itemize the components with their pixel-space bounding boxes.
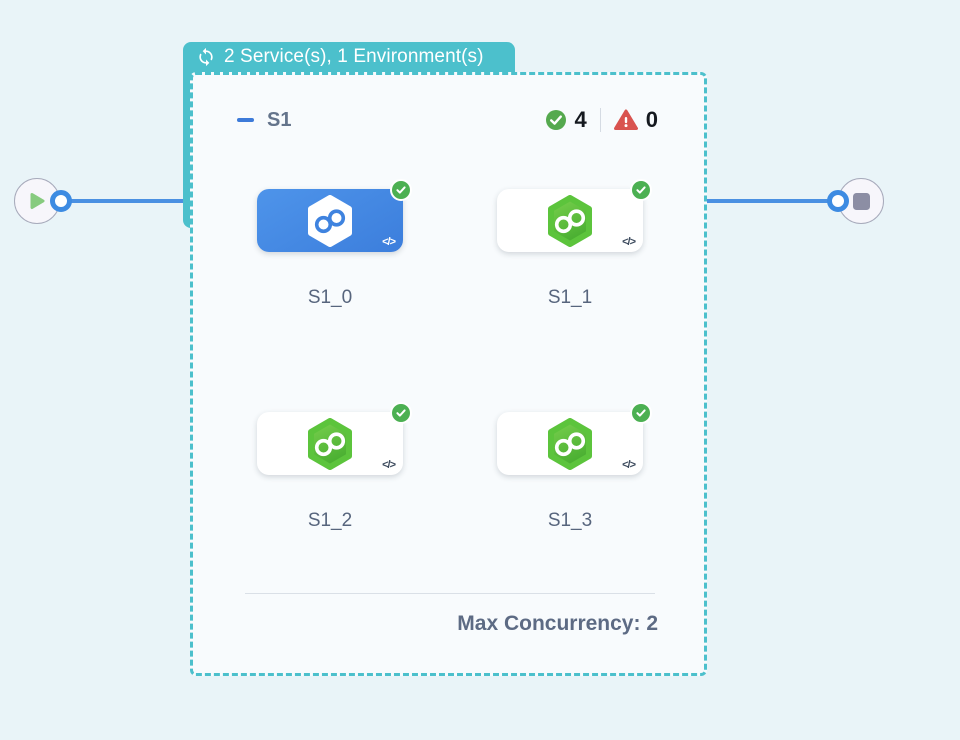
stage-group: S1 4 0 xyxy=(190,72,707,676)
footer-divider xyxy=(245,593,655,594)
success-check-icon xyxy=(390,402,412,424)
code-icon: </> xyxy=(622,236,636,248)
service-hexagon-icon xyxy=(546,417,594,470)
error-count: 0 xyxy=(645,107,658,132)
service-card-s1_0[interactable]: </> xyxy=(257,179,412,252)
warning-triangle-icon xyxy=(613,109,638,131)
max-concurrency-label: Max Concurrency: 2 xyxy=(457,612,658,635)
service-label: S1_1 xyxy=(547,287,593,308)
stop-icon xyxy=(852,192,870,210)
success-count: 4 xyxy=(574,107,587,132)
service-hexagon-icon xyxy=(306,194,354,247)
stage-badge[interactable]: 2 Service(s), 1 Environment(s) xyxy=(183,42,515,72)
service-hexagon-icon xyxy=(306,417,354,470)
success-check-icon xyxy=(630,402,652,424)
cycle-icon xyxy=(196,47,216,67)
service-label: S1_2 xyxy=(307,510,353,531)
collapse-button[interactable] xyxy=(237,111,254,129)
service-card-s1_1[interactable]: </> xyxy=(497,179,652,252)
service-label: S1_3 xyxy=(547,510,593,531)
group-title: S1 xyxy=(267,108,292,131)
connector-line-right xyxy=(705,199,833,203)
stage-badge-label: 2 Service(s), 1 Environment(s) xyxy=(224,46,484,67)
code-icon: </> xyxy=(382,459,396,471)
code-icon: </> xyxy=(622,459,636,471)
group-header: S1 4 0 xyxy=(237,105,658,135)
connector-line-left xyxy=(64,199,190,203)
service-card-s1_3[interactable]: </> xyxy=(497,402,652,475)
play-icon xyxy=(28,192,46,210)
code-icon: </> xyxy=(382,236,396,248)
success-check-icon xyxy=(390,179,412,201)
status-summary: 4 0 xyxy=(545,107,658,133)
connector-point-left[interactable] xyxy=(50,190,72,212)
success-circle-icon xyxy=(545,109,567,131)
minus-icon xyxy=(237,118,254,122)
connector-point-right[interactable] xyxy=(827,190,849,212)
service-label: S1_0 xyxy=(307,287,353,308)
service-card-s1_2[interactable]: </> xyxy=(257,402,412,475)
status-divider xyxy=(599,108,601,132)
success-check-icon xyxy=(630,179,652,201)
service-hexagon-icon xyxy=(546,194,594,247)
